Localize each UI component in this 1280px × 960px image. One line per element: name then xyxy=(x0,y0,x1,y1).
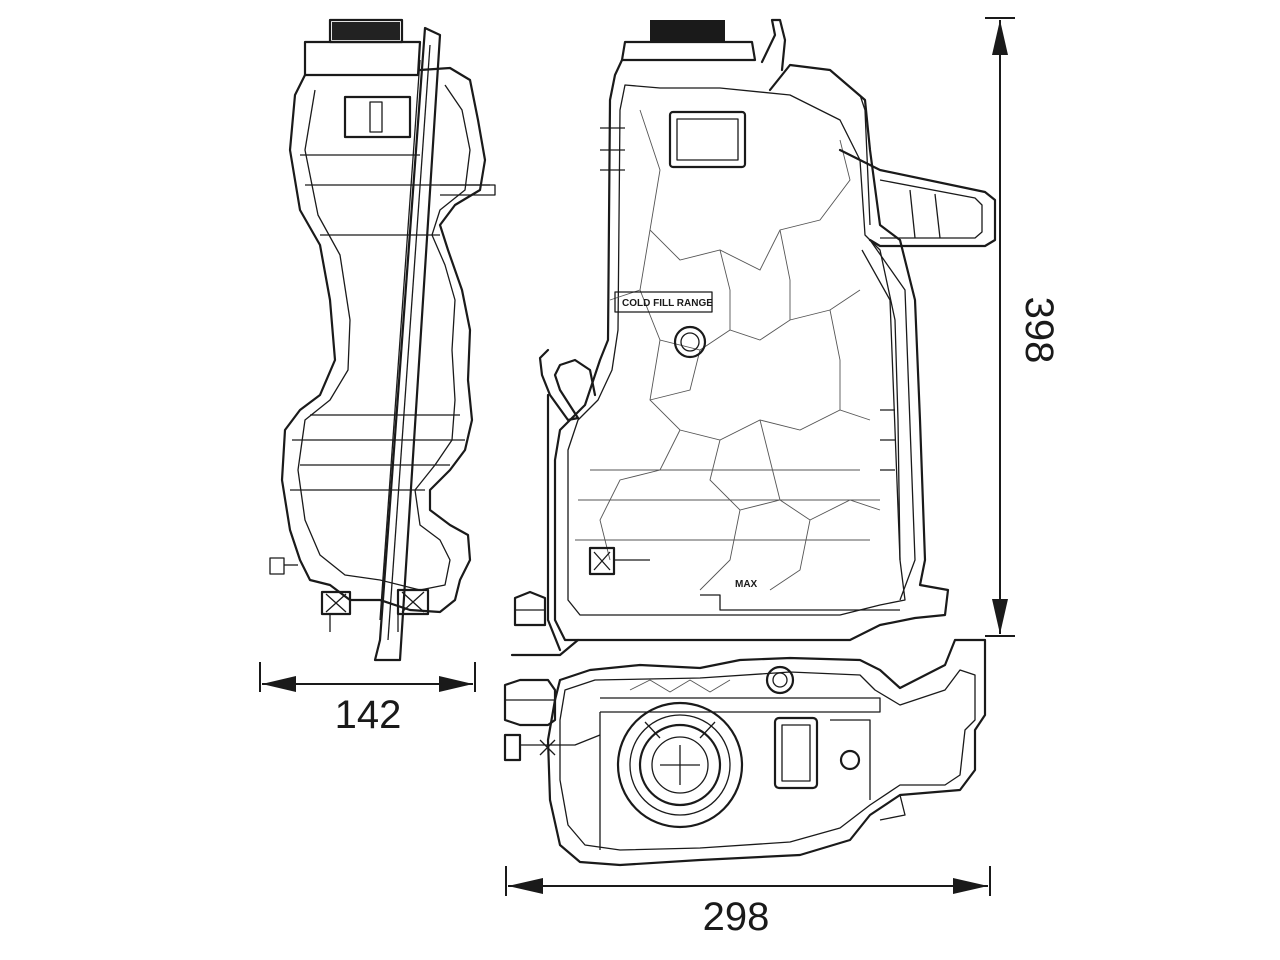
cold-fill-range-label: COLD FILL RANGE xyxy=(622,298,713,309)
dimension-label-142: 142 xyxy=(335,693,402,737)
side-view xyxy=(269,18,496,662)
dimension-298: 298 xyxy=(505,866,991,939)
front-view: COLD FILL RANGE MAX xyxy=(510,18,997,657)
dimension-label-398: 398 xyxy=(1017,297,1061,364)
dimension-398: 398 xyxy=(985,17,1061,637)
dimension-label-298: 298 xyxy=(703,895,770,939)
top-view xyxy=(503,638,987,867)
dimension-142: 142 xyxy=(259,662,476,737)
max-mark-label: MAX xyxy=(735,579,758,590)
